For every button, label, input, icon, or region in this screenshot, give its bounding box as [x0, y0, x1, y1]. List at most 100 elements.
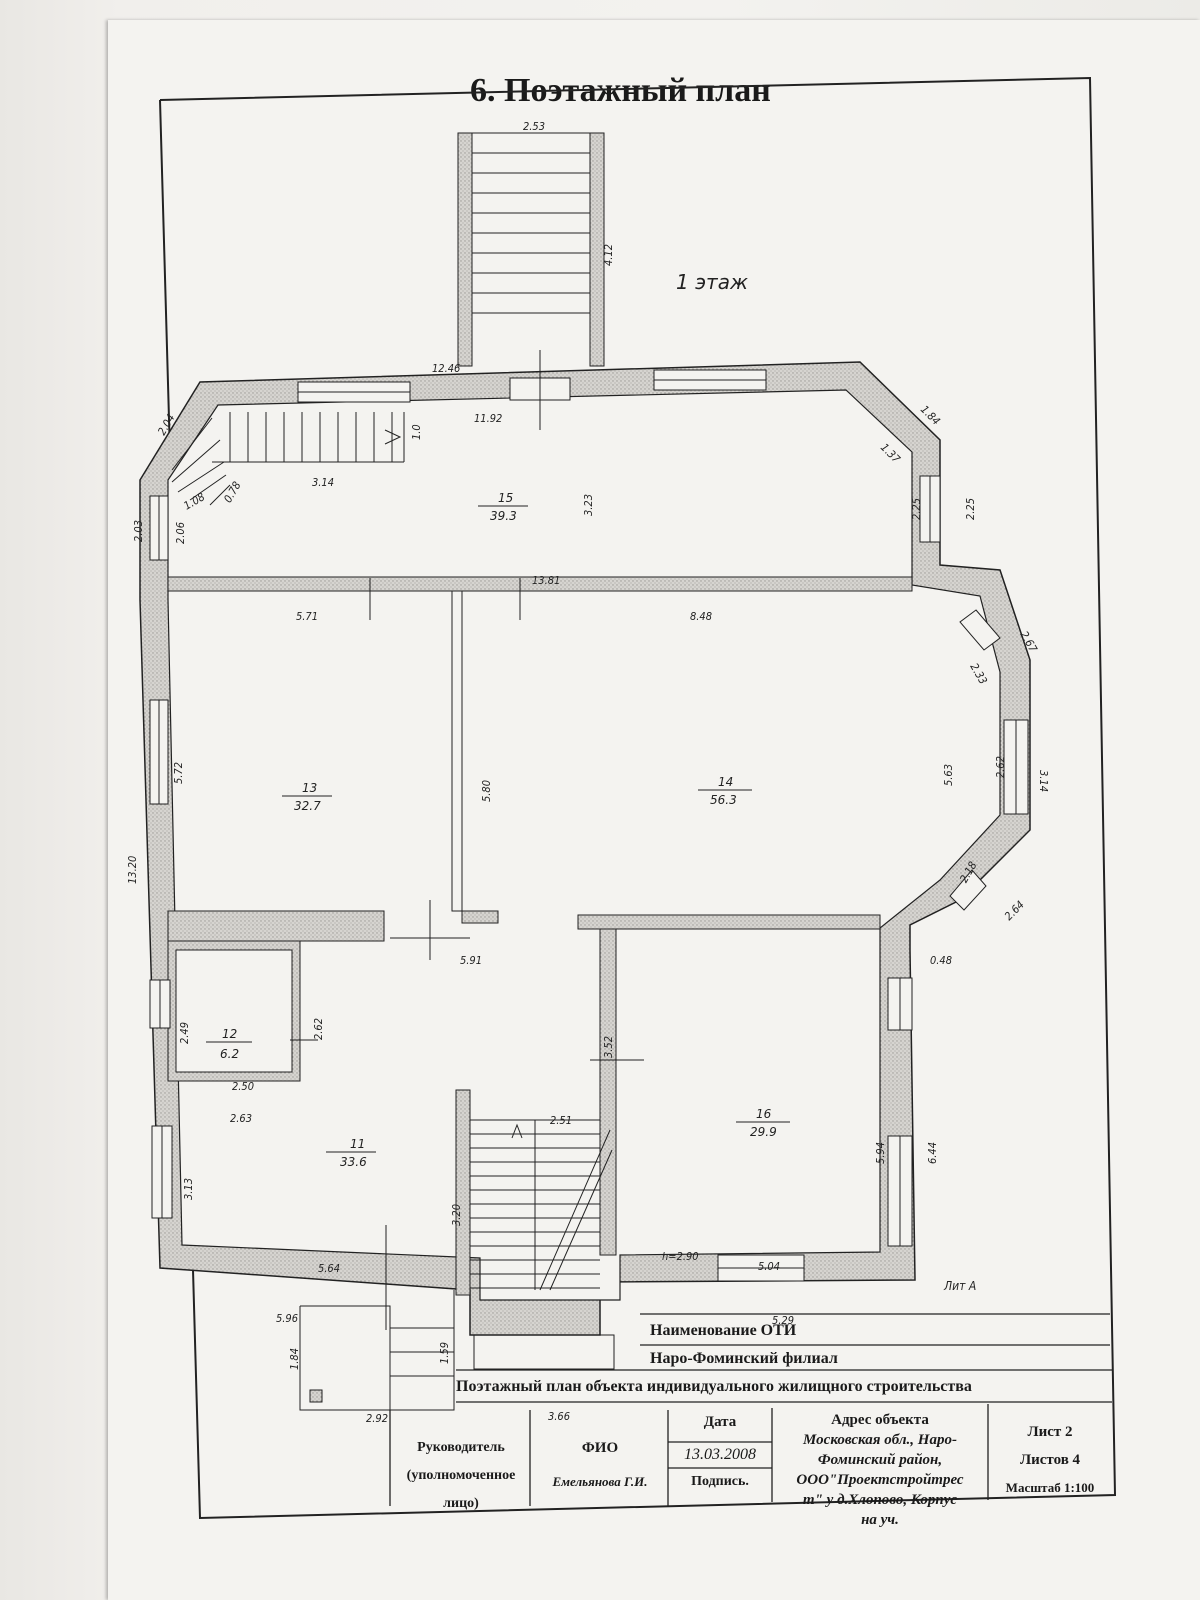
room-label-text: 13: [302, 781, 317, 795]
partition-wall: [167, 576, 913, 592]
room-label-text: 6.2: [220, 1047, 239, 1061]
room-label: 12 6.2: [206, 1027, 252, 1061]
room-label-text: 33.6: [340, 1155, 367, 1169]
dimension-label: 2.62: [994, 756, 1007, 778]
room-label-text: 14: [718, 775, 733, 789]
dimension-label: 2.06: [174, 522, 187, 544]
address-line-4: т" у д.Хлопово, Корпус: [802, 1492, 958, 1508]
room-label: 15 39.3: [478, 491, 528, 523]
sheet-number: Лист 2: [1027, 1424, 1073, 1440]
sheet-info: Лист 2 Листов 4 Масштаб 1:100: [990, 1418, 1110, 1502]
dimension-label: 5.04: [758, 1260, 780, 1273]
fio-value: Емельянова Г.И.: [552, 1474, 648, 1489]
door-mark: [290, 350, 644, 1330]
dimension-label: h=2.90: [662, 1250, 699, 1263]
partition-wall: [455, 1089, 471, 1296]
dimension-label: 2.49: [178, 1022, 191, 1044]
dimension-label: 5.64: [318, 1262, 340, 1275]
dimension-label: 2.63: [230, 1112, 252, 1125]
dimension-label: 4.12: [602, 244, 615, 266]
dimension-label: 3.20: [450, 1204, 463, 1226]
address-line-1: Московская обл., Наро-: [803, 1432, 957, 1448]
dimension-label: 3.14: [312, 476, 334, 489]
partition-wall: [599, 928, 617, 1256]
head-line-3: лицо): [443, 1496, 479, 1511]
partition-wall: [167, 910, 385, 942]
window: [149, 369, 1029, 1282]
date-label: Дата: [703, 1414, 737, 1430]
sign-label: Подпись.: [691, 1474, 749, 1489]
dimension-label: 5.72: [172, 762, 185, 784]
dimension-label: 2.64: [1002, 898, 1027, 923]
room-label-text: 11: [350, 1137, 365, 1151]
dimension-label: 3.23: [582, 494, 595, 516]
interior-floor: [167, 389, 1001, 1301]
dimension-label: 5.96: [276, 1312, 298, 1325]
entrance-porch: [299, 1290, 615, 1411]
title-block-lines: [389, 1313, 1112, 1506]
dimension-label: 3.66: [548, 1410, 570, 1423]
room-label-text: 15: [498, 491, 513, 505]
window: [949, 609, 1001, 911]
dimension-label: 13.81: [532, 574, 560, 587]
exterior-staircase: [457, 132, 605, 367]
dimension-label: 1.59: [438, 1342, 451, 1364]
dimension-label: 5.71: [296, 610, 318, 623]
dimension-label: 8.48: [690, 610, 712, 623]
room-label-text: 29.9: [750, 1125, 777, 1139]
room-label-text: 16: [756, 1107, 772, 1121]
address-line-3: ООО"Проектстройтрес: [796, 1472, 964, 1488]
dimension-label: 5.29: [772, 1314, 794, 1327]
address-line-2: Фоминский район,: [817, 1452, 943, 1468]
dimension-label: 2.92: [366, 1412, 388, 1425]
address-label: Адрес объекта: [831, 1412, 929, 1428]
dimension-label: 5.80: [480, 780, 493, 802]
dimension-label: 2.51: [550, 1114, 572, 1127]
room-label: 16 29.9: [736, 1107, 790, 1139]
dimension-label: 5.94: [874, 1142, 887, 1164]
room-label-text: 56.3: [710, 793, 737, 807]
partition-wall: [461, 910, 499, 924]
room-label: 11 33.6: [326, 1137, 376, 1169]
head-label: Руководитель (уполномоченное лицо): [392, 1434, 530, 1518]
dimension-label: 2.62: [312, 1018, 325, 1040]
address-block: Адрес объекта Московская обл., Наро- Фом…: [774, 1410, 986, 1530]
dimension-label: 0.48: [930, 954, 952, 967]
dimension-label: 3.13: [182, 1178, 195, 1200]
dimension-label: 1.84: [288, 1348, 301, 1370]
dimension-label: 2.53: [523, 120, 545, 133]
title-block-row3: Поэтажный план объекта индивидуального ж…: [456, 1378, 972, 1395]
central-staircase: [470, 1119, 613, 1291]
dimension-label: 3.52: [602, 1036, 615, 1058]
partition-wall: [577, 914, 881, 930]
dimension-label: 5.63: [942, 764, 955, 786]
partition-wall: [451, 590, 463, 912]
dimension-label: 12.46: [432, 362, 460, 375]
dimension-label: 5.91: [460, 954, 482, 967]
dimension-label: 1.0: [410, 424, 423, 440]
lit-label: Лит А: [943, 1279, 976, 1293]
fio-label: ФИО: [581, 1440, 619, 1456]
dimension-label: 2.25: [910, 498, 923, 520]
dimension-label: 2.25: [964, 498, 977, 520]
head-line-2: (уполномоченное: [406, 1468, 516, 1483]
dimension-label: 3.14: [1037, 770, 1050, 792]
dimension-label: 6.44: [926, 1142, 939, 1164]
interior-staircase: [171, 412, 405, 506]
room-label-text: 12: [222, 1027, 237, 1041]
title-block-row2: Наро-Фоминский филиал: [650, 1350, 838, 1367]
room-label-text: 39.3: [490, 509, 517, 523]
dimension-label: 2.03: [132, 520, 145, 542]
sheet-count: Листов 4: [1019, 1452, 1081, 1468]
dimension-label: 13.20: [126, 856, 139, 884]
date-value: 13.03.2008: [684, 1446, 756, 1463]
room-label: 13 32.7: [282, 781, 332, 813]
room-label: 14 56.3: [698, 775, 752, 807]
dimension-label: 11.92: [474, 412, 502, 425]
head-line-1: Руководитель: [417, 1440, 505, 1455]
room-label-text: 32.7: [294, 799, 321, 813]
title-block-row1: Наименование ОТИ: [650, 1322, 797, 1339]
scale-label: Масштаб 1:100: [1005, 1480, 1095, 1495]
floor-label: 1 этаж: [676, 270, 748, 294]
